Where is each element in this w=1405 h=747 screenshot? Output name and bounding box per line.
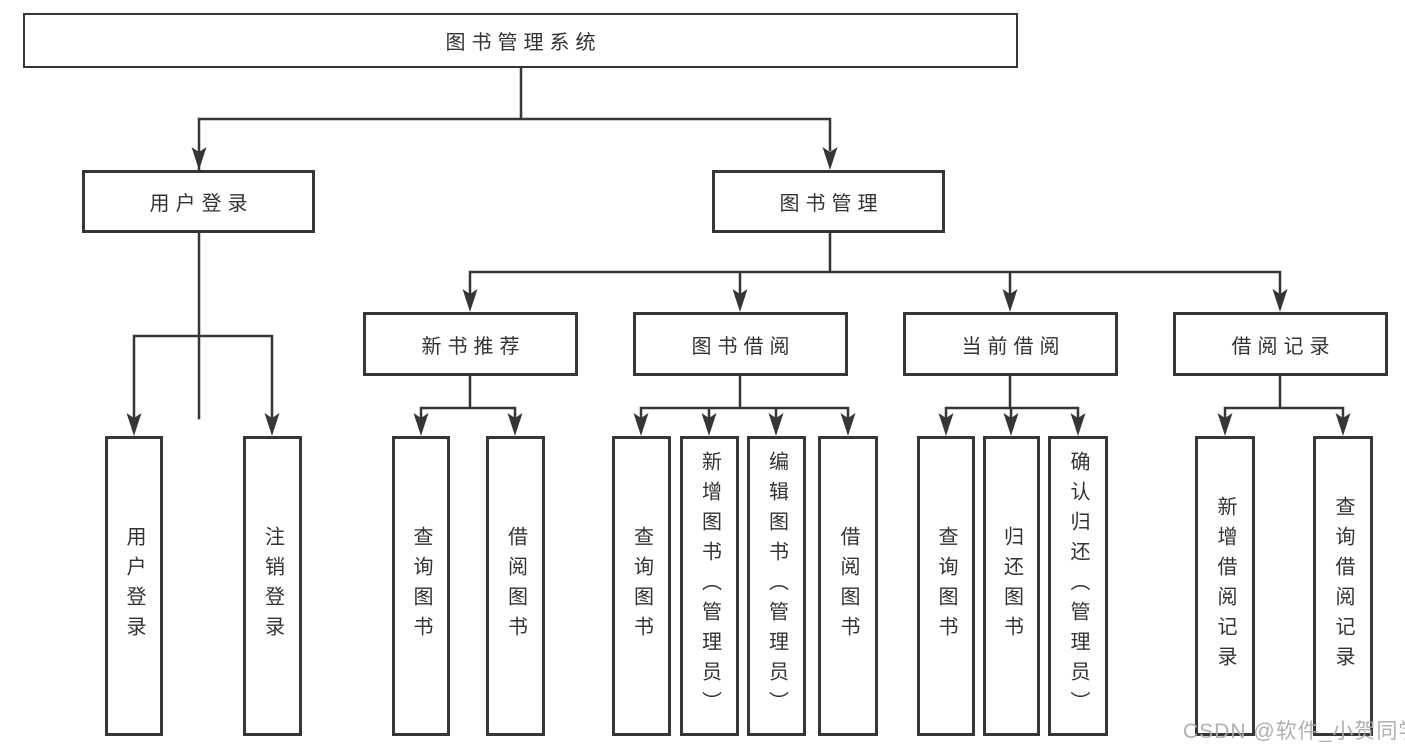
leaf-add-book-admin-label: 新增图书（管理员） <box>698 451 721 721</box>
leaf-current-query-books: 查询图书 <box>917 436 975 736</box>
leaf-current-query-books-label: 查询图书 <box>935 526 957 646</box>
node-book-management-label: 图书管理 <box>779 193 884 215</box>
leaf-user-login: 用户登录 <box>105 436 163 736</box>
leaf-recommend-borrow-books: 借阅图书 <box>486 436 545 736</box>
node-borrowing-records-label: 借阅记录 <box>1231 335 1336 358</box>
leaf-user-login-label: 用户登录 <box>123 526 145 646</box>
leaf-logout: 注销登录 <box>243 436 302 736</box>
leaf-borrowing-query-books-label: 查询图书 <box>630 526 653 646</box>
leaf-add-book-admin: 新增图书（管理员） <box>680 436 739 736</box>
csdn-watermark: CSDN @软件_小贺同学 <box>1183 720 1405 743</box>
leaf-borrowing-borrow-books-label: 借阅图书 <box>837 526 859 646</box>
node-root-label: 图书管理系统 <box>445 32 602 54</box>
node-borrowing-records: 借阅记录 <box>1173 312 1388 376</box>
leaf-recommend-query-books: 查询图书 <box>392 436 450 736</box>
node-current-borrowing-label: 当前借阅 <box>961 335 1066 358</box>
node-current-borrowing: 当前借阅 <box>903 312 1118 376</box>
leaf-logout-label: 注销登录 <box>261 526 284 646</box>
leaf-query-borrow-record-label: 查询借阅记录 <box>1332 496 1354 676</box>
leaf-recommend-query-books-label: 查询图书 <box>410 526 432 646</box>
node-new-book-recommend-label: 新书推荐 <box>421 335 526 358</box>
leaf-confirm-return-admin-label: 确认归还（管理员） <box>1067 451 1089 721</box>
node-new-book-recommend: 新书推荐 <box>363 312 578 376</box>
leaf-recommend-borrow-books-label: 借阅图书 <box>504 526 527 646</box>
node-user-login: 用户登录 <box>82 170 315 233</box>
node-book-management: 图书管理 <box>712 170 945 233</box>
leaf-confirm-return-admin: 确认归还（管理员） <box>1048 436 1108 736</box>
leaf-add-borrow-record-label: 新增借阅记录 <box>1214 496 1236 676</box>
node-book-borrowing: 图书借阅 <box>633 312 848 376</box>
leaf-return-book-label: 归还图书 <box>1000 526 1023 646</box>
node-root: 图书管理系统 <box>23 13 1018 68</box>
leaf-borrowing-borrow-books: 借阅图书 <box>818 436 878 736</box>
node-user-login-label: 用户登录 <box>149 193 254 215</box>
leaf-edit-book-admin: 编辑图书（管理员） <box>747 436 806 736</box>
leaf-borrowing-query-books: 查询图书 <box>612 436 671 736</box>
leaf-edit-book-admin-label: 编辑图书（管理员） <box>765 451 788 721</box>
leaf-query-borrow-record: 查询借阅记录 <box>1313 436 1373 736</box>
leaf-return-book: 归还图书 <box>983 436 1040 736</box>
leaf-add-borrow-record: 新增借阅记录 <box>1195 436 1255 736</box>
node-book-borrowing-label: 图书借阅 <box>691 335 796 358</box>
